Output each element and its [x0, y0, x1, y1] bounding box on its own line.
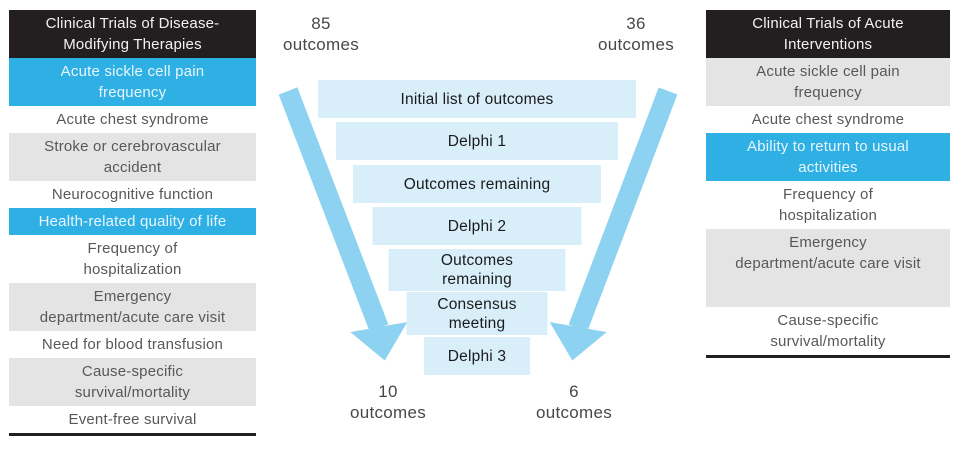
count-label-top-right: 36 outcomes [598, 13, 674, 55]
funnel-step-1: Initial list of outcomes [318, 80, 636, 118]
count-unit: outcomes [349, 403, 427, 422]
left-panel-item-2: Acute chest syndrome [9, 106, 256, 133]
left-panel: Clinical Trials of Disease- Modifying Th… [9, 10, 256, 436]
count-label-bottom-left: 10 outcomes [350, 381, 426, 423]
count-value: 85 [311, 14, 331, 33]
left-panel-item-5: Health-related quality of life [9, 208, 256, 235]
count-unit: outcomes [597, 35, 675, 54]
left-panel-item-8: Need for blood transfusion [9, 331, 256, 358]
left-panel-item-4: Neurocognitive function [9, 181, 256, 208]
left-panel-item-10: Event-free survival [9, 406, 256, 433]
count-value: 36 [626, 14, 646, 33]
count-value: 10 [378, 382, 398, 401]
count-label-bottom-right: 6 outcomes [536, 381, 612, 423]
funnel-step-4: Delphi 2 [372, 207, 582, 245]
left-panel-item-3: Stroke or cerebrovascular accident [9, 133, 256, 181]
count-unit: outcomes [282, 35, 360, 54]
left-panel-title: Clinical Trials of Disease- Modifying Th… [9, 10, 256, 58]
right-panel-item-3: Ability to return to usual activities [706, 133, 950, 181]
count-value: 6 [569, 382, 579, 401]
funnel-step-3: Outcomes remaining [353, 165, 601, 203]
funnel-step-5: Outcomes remaining [388, 249, 566, 291]
right-panel-item-5: Emergency department/acute care visit [706, 229, 950, 307]
right-panel-title: Clinical Trials of Acute Interventions [706, 10, 950, 58]
funnel-step-6: Consensus meeting [406, 292, 548, 335]
right-panel-item-2: Acute chest syndrome [706, 106, 950, 133]
right-panel: Clinical Trials of Acute Interventions A… [706, 10, 950, 358]
right-panel-item-6: Cause-specific survival/mortality [706, 307, 950, 355]
right-panel-item-4: Frequency of hospitalization [706, 181, 950, 229]
funnel-step-7: Delphi 3 [424, 337, 530, 375]
left-panel-item-6: Frequency of hospitalization [9, 235, 256, 283]
count-unit: outcomes [535, 403, 613, 422]
right-panel-item-1: Acute sickle cell pain frequency [706, 58, 950, 106]
left-panel-item-7: Emergency department/acute care visit [9, 283, 256, 331]
left-panel-item-1: Acute sickle cell pain frequency [9, 58, 256, 106]
left-panel-item-9: Cause-specific survival/mortality [9, 358, 256, 406]
funnel-step-2: Delphi 1 [336, 122, 618, 160]
count-label-top-left: 85 outcomes [283, 13, 359, 55]
